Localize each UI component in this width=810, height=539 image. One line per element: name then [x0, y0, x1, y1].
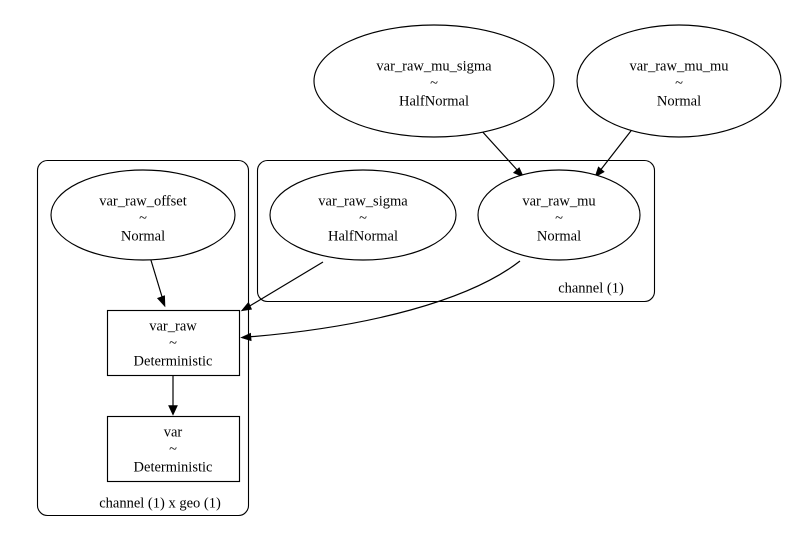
edge-var-raw-sigma-to-var-raw — [240, 261, 324, 312]
node-var-raw-distribution: Deterministic — [134, 353, 213, 369]
node-var-raw-mu-tilde: ~ — [555, 210, 563, 226]
node-var-raw-sigma-tilde: ~ — [359, 210, 367, 226]
node-var-raw-offset[interactable]: var_raw_offset ~ Normal — [50, 169, 236, 261]
node-var[interactable]: var ~ Deterministic — [106, 415, 241, 483]
edge-var-raw-to-var — [168, 375, 178, 416]
node-var-raw-mu-sigma-distribution: HalfNormal — [399, 93, 469, 109]
node-var-raw-mu-mu[interactable]: var_raw_mu_mu ~ Normal — [576, 24, 782, 138]
node-var-raw-mu-mu-shape[interactable] — [576, 24, 782, 138]
node-var-raw-sigma[interactable]: var_raw_sigma ~ HalfNormal — [269, 169, 457, 261]
cluster-channel-label: channel (1) — [558, 280, 624, 296]
node-var-raw-mu-sigma-name: var_raw_mu_sigma — [376, 58, 492, 74]
node-var-raw-sigma-distribution: HalfNormal — [328, 228, 398, 244]
node-var-raw-offset-shape[interactable] — [50, 169, 236, 261]
edge-var-raw-mu-to-var-raw — [240, 260, 521, 342]
node-var-shape[interactable] — [106, 415, 241, 483]
node-var-raw-mu-mu-tilde: ~ — [675, 75, 683, 91]
node-var-raw-mu-mu-name: var_raw_mu_mu — [629, 58, 728, 74]
node-var-tilde: ~ — [169, 441, 177, 457]
node-var-raw-sigma-shape[interactable] — [269, 169, 457, 261]
node-var-raw-mu-shape[interactable] — [477, 169, 641, 261]
node-var-raw[interactable]: var_raw ~ Deterministic — [106, 309, 241, 377]
node-var-raw-shape[interactable] — [106, 309, 241, 377]
node-var-raw-offset-name: var_raw_offset — [99, 193, 187, 209]
node-var-raw-mu-mu-distribution: Normal — [657, 93, 701, 109]
node-var-distribution: Deterministic — [134, 459, 213, 475]
node-var-raw-mu-sigma[interactable]: var_raw_mu_sigma ~ HalfNormal — [313, 24, 555, 138]
node-var-raw-mu-sigma-shape[interactable] — [313, 24, 555, 138]
node-var-raw-sigma-name: var_raw_sigma — [318, 193, 408, 209]
node-var-raw-offset-tilde: ~ — [139, 210, 147, 226]
cluster-channel-border — [256, 159, 656, 303]
cluster-channel-geo-label: channel (1) x geo (1) — [99, 495, 221, 511]
node-var-raw-mu-distribution: Normal — [537, 228, 581, 244]
node-var-raw-offset-distribution: Normal — [121, 228, 165, 244]
node-var-name: var — [164, 424, 183, 440]
node-var-raw-tilde: ~ — [169, 335, 177, 351]
node-var-raw-mu-name: var_raw_mu — [522, 193, 595, 209]
node-var-raw-name: var_raw — [149, 318, 197, 334]
node-var-raw-mu-sigma-tilde: ~ — [430, 75, 438, 91]
cluster-channel: channel (1) — [256, 159, 656, 303]
node-var-raw-mu[interactable]: var_raw_mu ~ Normal — [477, 169, 641, 261]
edge-var-raw-offset-to-var-raw — [149, 256, 166, 308]
